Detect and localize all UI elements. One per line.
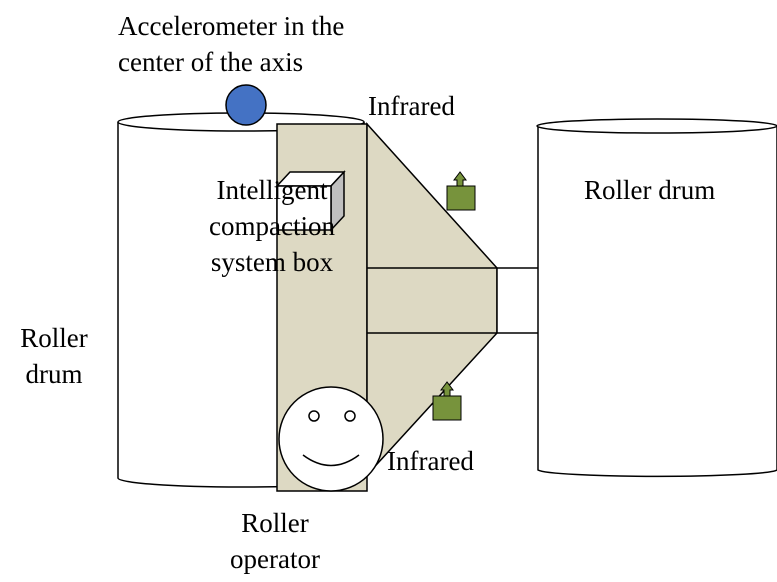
right-roller-drum — [536, 118, 777, 478]
ic-box-icon — [275, 170, 346, 232]
infrared-sensor-top-icon — [446, 171, 476, 211]
axle-connector — [496, 267, 541, 334]
roller-drum-left-label: Roller drum — [20, 323, 88, 389]
infrared-sensor-bottom-icon — [432, 381, 462, 421]
ic-box-label-text: Intelligent compaction system box — [209, 175, 335, 277]
operator-label: Roller operator — [230, 508, 320, 574]
infrared-top-label: Infrared — [368, 91, 455, 121]
accelerometer-icon — [225, 84, 267, 126]
accelerometer-label: Accelerometer in the center of the axis — [118, 11, 345, 77]
roller-drum-right-label: Roller drum — [584, 175, 716, 205]
infrared-bottom-label: Infrared — [387, 446, 474, 476]
operator-face-icon — [278, 386, 384, 492]
